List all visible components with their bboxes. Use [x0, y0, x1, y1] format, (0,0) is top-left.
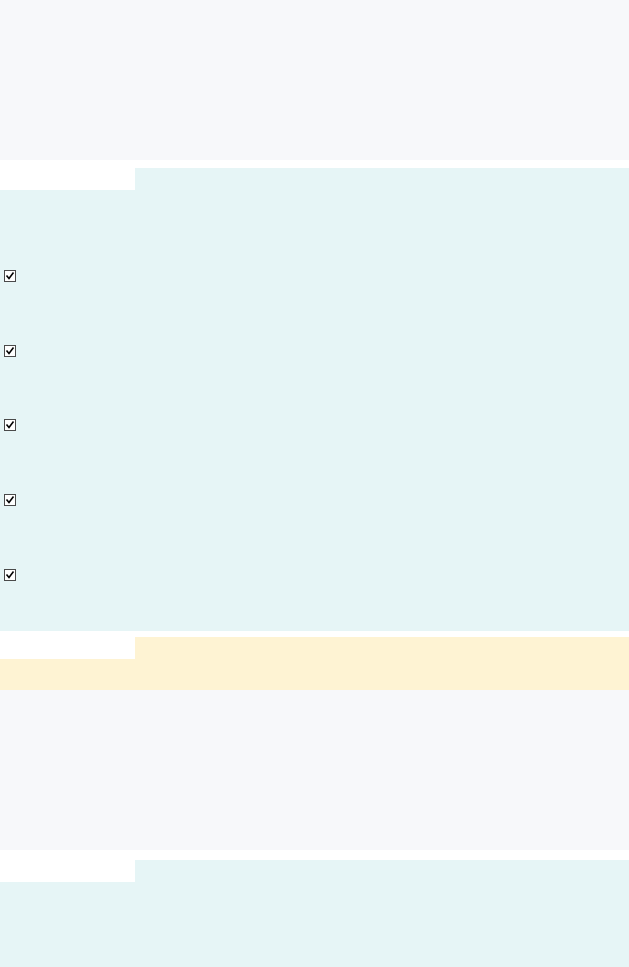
checkmark-icon: [5, 421, 15, 429]
middle-panel: [0, 690, 629, 850]
checkmark-icon: [5, 347, 15, 355]
checklist-checkbox-2[interactable]: [4, 345, 16, 357]
checkmark-icon: [5, 496, 15, 504]
checklist-checkbox-3[interactable]: [4, 419, 16, 431]
panel-tab-notch: [0, 860, 135, 882]
panel-tab-notch: [0, 637, 135, 659]
top-panel: [0, 0, 629, 160]
bottom-panel: [0, 860, 629, 967]
checklist-checkbox-4[interactable]: [4, 494, 16, 506]
checklist-panel: [0, 168, 629, 631]
checklist-checkbox-5[interactable]: [4, 569, 16, 581]
checklist-checkbox-1[interactable]: [4, 270, 16, 282]
highlight-panel: [0, 637, 629, 690]
checkmark-icon: [5, 272, 15, 280]
checkmark-icon: [5, 571, 15, 579]
panel-tab-notch: [0, 168, 135, 190]
